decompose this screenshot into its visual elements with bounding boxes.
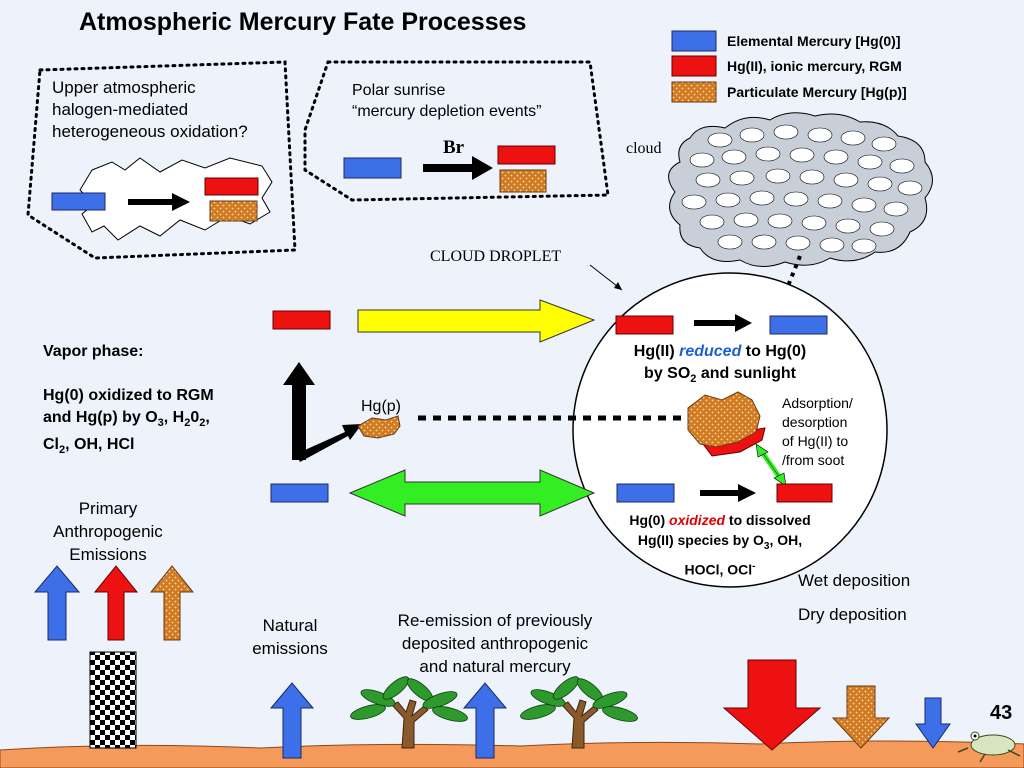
primary-particulate-arrow <box>149 565 195 641</box>
primary-blue-arrow <box>33 565 81 641</box>
tree-right <box>520 676 638 749</box>
vapor-phase-text: Vapor phase: Hg(0) oxidized to RGM and H… <box>43 343 214 457</box>
reemission-arrow <box>462 682 508 759</box>
page-number: 43 <box>990 702 1013 724</box>
dry-deposition-label: Dry deposition <box>798 605 907 624</box>
legend-label-particulate: Particulate Mercury [Hg(p)] <box>727 84 907 100</box>
polar-black-arrow <box>423 156 493 180</box>
wet-deposition-label: Wet deposition <box>798 571 911 590</box>
droplet-oxidize-arrow <box>700 484 756 502</box>
cloud-droplet-label: CLOUD DROPLET <box>430 248 562 265</box>
cloud-label: cloud <box>626 140 662 157</box>
black-diagonal-arrow <box>296 424 362 462</box>
tree-left <box>350 676 468 749</box>
legend-label-elemental: Elemental Mercury [Hg(0)] <box>727 33 901 49</box>
legend-label-ionic: Hg(II), ionic mercury, RGM <box>727 58 902 74</box>
polar-sunrise-box <box>303 60 610 202</box>
upper-hg0-rect <box>51 192 106 211</box>
primary-red-arrow <box>93 565 139 641</box>
legend-swatch-ionic <box>671 55 717 77</box>
br-label: Br <box>443 137 465 158</box>
reemission-label: Re-emission of previously deposited anth… <box>397 611 593 676</box>
cloud-droplet-connector <box>782 255 802 297</box>
upper-hgp-rect <box>209 200 258 222</box>
green-double-arrow <box>348 469 596 517</box>
droplet-reduction-text: Hg(II) reduced to Hg(0) by SO2 and sunli… <box>633 343 807 386</box>
dry-deposition-elemental-arrow <box>915 697 951 749</box>
upper-atmospheric-box <box>26 60 297 260</box>
natural-emission-arrow <box>269 682 315 759</box>
droplet-hg0-rect-bottom <box>616 483 675 503</box>
vapor-hg2-rect <box>272 310 331 330</box>
natural-emissions-label: Natural emissions <box>252 616 328 658</box>
polar-hg0-rect <box>343 157 402 179</box>
upper-black-arrow <box>128 193 190 211</box>
legend-swatch-particulate <box>671 81 717 103</box>
black-up-arrow <box>283 362 315 460</box>
frog-icon <box>957 731 1021 763</box>
droplet-hg0-rect-top <box>769 315 828 335</box>
soot-particle <box>687 391 761 448</box>
droplet-hg2-rect-bottom <box>776 483 833 503</box>
droplet-oxidation-text: Hg(0) oxidized to dissolved Hg(II) speci… <box>629 512 811 578</box>
wet-deposition-arrow <box>722 659 822 751</box>
polar-hg2-rect <box>497 145 556 165</box>
upper-hg2-rect <box>204 177 259 196</box>
vapor-hg0-rect <box>270 483 329 503</box>
legend-swatch-elemental <box>671 30 717 52</box>
hgp-label: Hg(p) <box>361 398 402 415</box>
vapor-hgp-particle <box>357 415 401 439</box>
adsorption-text: Adsorption/ desorption of Hg(II) to /fro… <box>782 395 853 468</box>
primary-emissions-label: Primary Anthropogenic Emissions <box>53 499 163 564</box>
smokestack <box>89 651 137 749</box>
adsorption-arrow <box>755 443 787 487</box>
polar-box-text: Polar sunrise “mercury depletion events” <box>352 82 542 120</box>
cloud-shape <box>668 112 933 267</box>
droplet-reduce-arrow <box>694 314 752 332</box>
droplet-hg2-rect-top <box>615 315 674 335</box>
dry-deposition-particulate-arrow <box>831 685 891 749</box>
polar-hgp-rect <box>499 169 547 193</box>
ground <box>0 740 1024 768</box>
yellow-arrow <box>357 299 596 343</box>
upper-box-text: Upper atmospheric halogen-mediated heter… <box>52 78 248 141</box>
page-title: Atmospheric Mercury Fate Processes <box>79 8 527 36</box>
